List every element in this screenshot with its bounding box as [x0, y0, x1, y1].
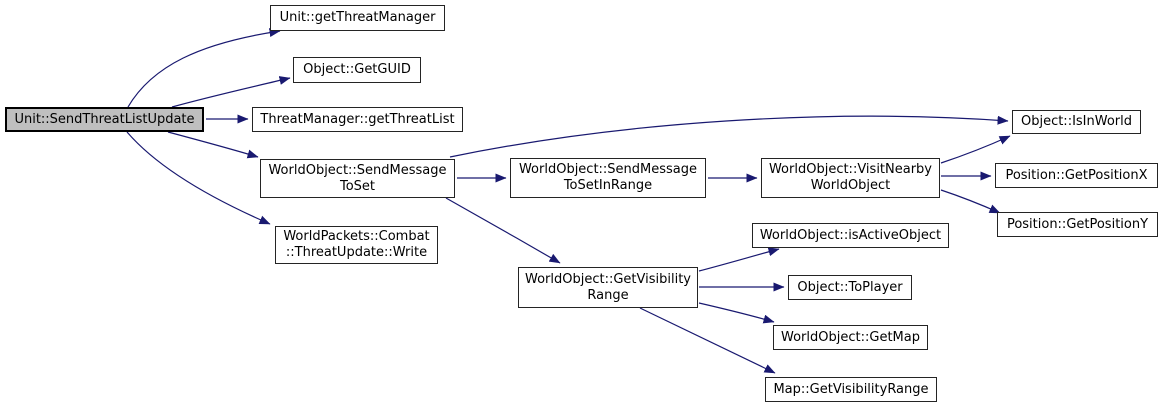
node-world-object-get-visibility-range[interactable]: WorldObject::GetVisibility Range [518, 267, 698, 308]
edge-world-object-send-message-to-set-to-object-is-in-world [449, 115, 1009, 158]
edge-world-object-send-message-to-set-to-world-object-get-visibility-range [445, 197, 561, 264]
edge-world-object-get-visibility-range-to-map-get-visibility-range [639, 307, 776, 374]
node-position-get-position-x[interactable]: Position::GetPositionX [995, 163, 1158, 188]
node-world-packets-combat-threat-update-write[interactable]: WorldPackets::Combat ::ThreatUpdate::Wri… [275, 226, 438, 264]
node-object-to-player[interactable]: Object::ToPlayer [788, 275, 912, 300]
node-object-get-guid[interactable]: Object::GetGUID [293, 57, 421, 83]
node-position-get-position-y[interactable]: Position::GetPositionY [997, 212, 1158, 237]
node-world-object-is-active-object[interactable]: WorldObject::isActiveObject [752, 223, 949, 248]
node-world-object-get-map[interactable]: WorldObject::GetMap [773, 325, 928, 350]
node-world-object-send-message-to-set[interactable]: WorldObject::SendMessage ToSet [260, 159, 455, 198]
edge-unit-send-threat-list-update-to-object-get-guid [171, 76, 291, 108]
edge-world-object-get-visibility-range-to-world-object-get-map [698, 302, 775, 324]
node-world-object-send-message-to-set-in-range[interactable]: WorldObject::SendMessage ToSetInRange [510, 158, 706, 198]
node-threat-manager-get-threat-list[interactable]: ThreatManager::getThreatList [252, 107, 463, 132]
node-world-object-visit-nearby-world-object[interactable]: WorldObject::VisitNearby WorldObject [761, 158, 940, 198]
node-unit-send-threat-list-update[interactable]: Unit::SendThreatListUpdate [5, 107, 204, 132]
edge-unit-send-threat-list-update-to-world-packets-combat-threat-update-write [126, 131, 271, 225]
edge-world-object-visit-nearby-world-object-to-object-is-in-world [940, 135, 1011, 164]
edge-world-object-visit-nearby-world-object-to-position-get-position-y [940, 189, 1001, 214]
edge-unit-send-threat-list-update-to-unit-get-threat-manager [127, 28, 281, 108]
node-object-is-in-world[interactable]: Object::IsInWorld [1012, 110, 1141, 134]
edge-world-object-get-visibility-range-to-world-object-is-active-object [698, 247, 780, 272]
node-unit-get-threat-manager[interactable]: Unit::getThreatManager [270, 5, 445, 31]
edge-unit-send-threat-list-update-to-world-object-send-message-to-set [167, 131, 259, 159]
node-map-get-visibility-range[interactable]: Map::GetVisibilityRange [765, 377, 937, 402]
